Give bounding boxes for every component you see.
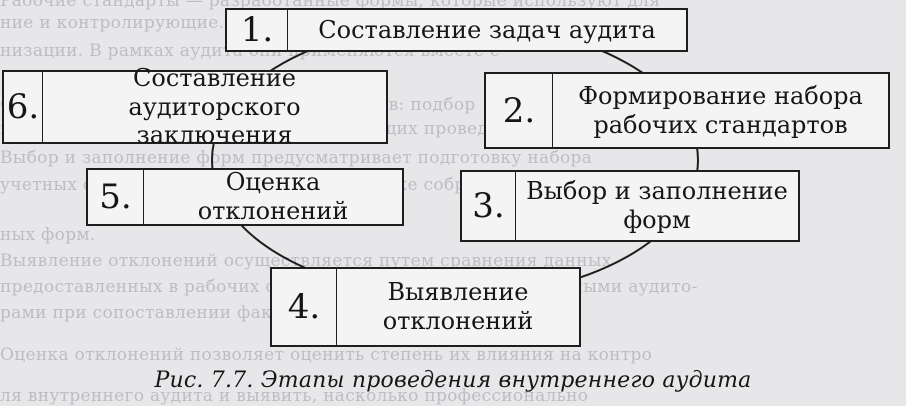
step-number: 4.	[272, 269, 337, 345]
step-box-5: 5. Оценка отклонений	[86, 168, 404, 226]
step-box-1: 1. Составление задач аудита	[225, 8, 688, 52]
step-number: 5.	[88, 170, 144, 224]
step-box-2: 2. Формирование набора рабочих стандарто…	[484, 72, 890, 149]
step-number: 6.	[4, 72, 43, 142]
step-label: Оценка отклонений	[197, 168, 349, 225]
step-number: 1.	[227, 10, 288, 50]
step-label: Выявление отклонений	[382, 278, 534, 335]
step-box-3: 3. Выбор и заполнение форм	[460, 170, 800, 242]
figure-caption: Рис. 7.7. Этапы проведения внутреннего а…	[154, 368, 752, 393]
step-label: Выбор и заполнение форм	[526, 177, 788, 234]
step-label: Составление задач аудита	[318, 15, 656, 44]
step-number: 3.	[462, 172, 516, 240]
step-label: Формирование набора рабочих стандартов	[578, 81, 863, 139]
step-label: Составление аудиторского заключения	[128, 63, 301, 150]
step-number: 2.	[486, 74, 553, 147]
step-box-4: 4. Выявление отклонений	[270, 267, 581, 347]
step-box-6: 6. Составление аудиторского заключения	[2, 63, 388, 150]
